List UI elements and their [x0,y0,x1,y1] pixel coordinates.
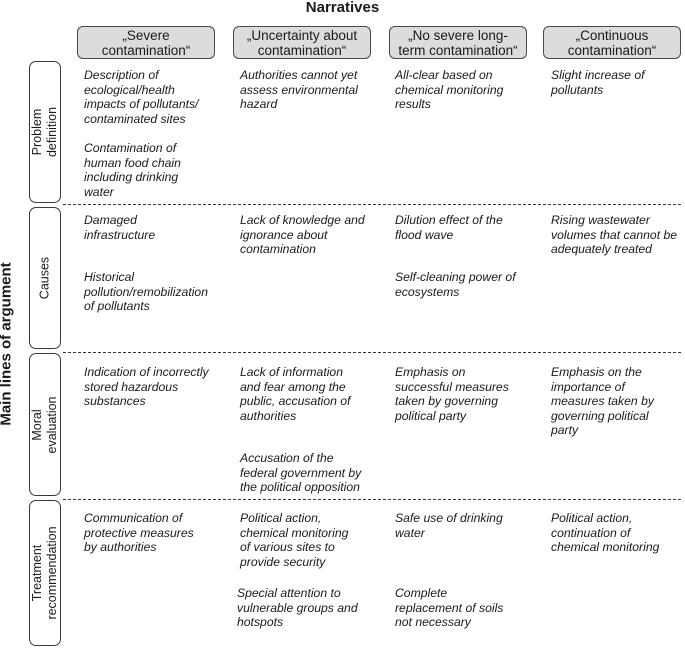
argument-text: Contamination of human food chain includ… [84,141,181,199]
row-divider [63,352,681,353]
argument-text: Political action, chemical monitoring of… [240,511,349,569]
narratives-title: Narratives [305,0,380,16]
argument-text: Emphasis on successful measures taken by… [395,365,509,423]
argument-text: Complete replacement of soils not necess… [395,586,504,629]
row-divider [63,499,681,500]
argument-text: Communication of protective measures by … [84,511,194,554]
row-label-moral-evaluation: Moral evaluation [29,353,61,496]
argument-text: Indication of incorrectly stored hazardo… [84,365,209,408]
argument-text: All-clear based on chemical monitoring r… [395,68,504,111]
argument-text: Emphasis on the importance of measures t… [551,365,654,437]
argument-text: Lack of information and fear among the p… [240,365,351,423]
argument-text: Slight increase of pollutants [551,68,645,97]
argument-text: Self-cleaning power of ecosystems [395,270,516,299]
argument-text: Political action, continuation of chemic… [551,511,660,554]
argument-text: Special attention to vulnerable groups a… [237,586,358,629]
argument-text: Safe use of drinking water [395,511,503,540]
row-label-causes: Causes [29,207,61,349]
argument-text: Authorities cannot yet assess environmen… [240,68,358,111]
argument-text: Dilution effect of the flood wave [395,213,503,242]
side-axis-title-text: Main lines of argument [0,262,15,426]
argument-text: Damaged infrastructure [84,213,156,242]
row-label-treatment-recommendation: Treatment recommendation [29,500,61,646]
narrative-header-no-severe: „No severe long- term contamination“ [389,26,527,59]
argument-text: Accusation of the federal government by … [240,451,362,494]
narrative-header-continuous: „Continuous contamination“ [543,26,681,59]
argument-text: Lack of knowledge and ignorance about co… [240,213,365,256]
argument-text: Description of ecological/health impacts… [84,68,199,126]
row-label-problem-definition: Problem definition [29,61,61,203]
narrative-header-uncertainty: „Uncertainty about contamination“ [233,26,371,59]
narrative-header-severe: „Severe contamination“ [77,26,215,59]
row-divider [63,204,681,205]
argument-text: Rising wastewater volumes that cannot be… [551,213,678,256]
argument-text: Historical pollution/remobilization of p… [84,270,208,313]
